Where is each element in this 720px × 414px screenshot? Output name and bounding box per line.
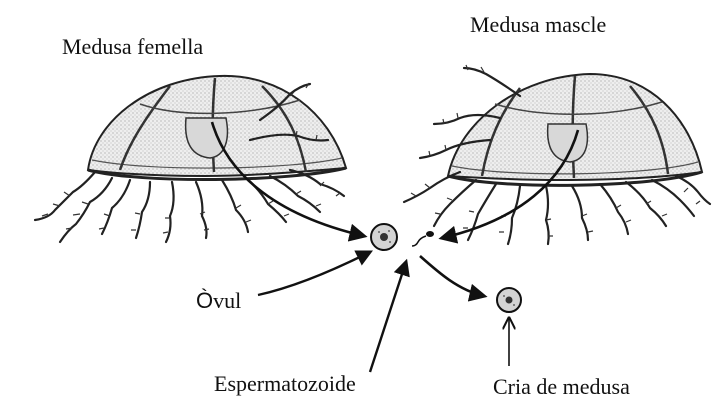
- sperm-cell: [412, 231, 434, 246]
- pointer-sperm: [370, 262, 406, 372]
- pointer-ovum: [258, 252, 370, 295]
- ovum-label: Òvul: [196, 290, 241, 312]
- baby-medusa-cell: [497, 288, 521, 312]
- male-medusa-label: Medusa mascle: [470, 14, 606, 36]
- male-medusa-illustration: [404, 65, 710, 244]
- female-medusa-illustration: [35, 76, 346, 242]
- ovum-cell: [371, 224, 397, 250]
- ovum-label-rest: vul: [213, 288, 241, 313]
- sperm-label: Espermatozoide: [214, 373, 356, 395]
- ovum-label-initial: Ò: [196, 288, 213, 313]
- arrow-fertilization-to-baby: [420, 256, 484, 296]
- female-medusa-label: Medusa femella: [62, 36, 203, 58]
- baby-medusa-label: Cria de medusa: [493, 376, 630, 398]
